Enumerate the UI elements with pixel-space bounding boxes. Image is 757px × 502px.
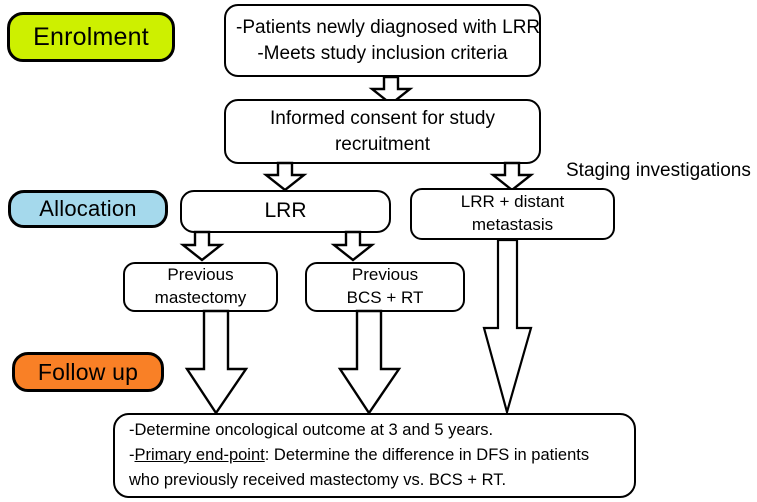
- node-outcome-line-1: -Determine oncological outcome at 3 and …: [129, 420, 494, 439]
- node-lrr-distant-metastasis-line-2: metastasis: [471, 215, 554, 234]
- arrow-previous-bcs-rt-to-outcome: [337, 309, 403, 416]
- stage-badge-allocation: Allocation: [8, 190, 168, 228]
- arrow-lrr-to-previous-bcs-rt: [330, 230, 376, 262]
- arrow-previous-mastectomy-to-outcome: [184, 309, 250, 416]
- node-informed-consent-line-1: Informed consent for study: [270, 107, 495, 129]
- node-outcome-line-2: -Primary end-point: Determine the differ…: [129, 443, 589, 468]
- node-outcome-primary-endpoint: Primary end-point: [134, 445, 265, 464]
- node-lrr: LRR: [180, 190, 391, 233]
- arrow-lrr-to-previous-mastectomy: [179, 230, 225, 262]
- node-lrr-distant-metastasis-line-1: LRR + distant: [460, 192, 565, 212]
- stage-badge-allocation-label: Allocation: [39, 196, 137, 221]
- stage-badge-followup-label: Follow up: [37, 358, 139, 385]
- node-previous-bcs-rt-line-1: Previous: [351, 265, 419, 285]
- node-outcome-line-2-rest: : Determine the difference in DFS in pat…: [264, 445, 590, 464]
- arrow-eligibility-to-consent: [368, 75, 414, 106]
- stage-badge-followup: Follow up: [12, 352, 164, 392]
- node-lrr-distant-metastasis: LRR + distant metastasis: [410, 188, 615, 240]
- node-previous-bcs-rt-line-2: BCS + RT: [346, 288, 424, 307]
- node-previous-mastectomy-line-2: mastectomy: [154, 288, 247, 307]
- node-eligibility-line-1: -Patients newly diagnosed with LRR: [236, 16, 541, 38]
- arrow-consent-to-lrr-distant: [489, 161, 535, 192]
- node-previous-bcs-rt: Previous BCS + RT: [305, 262, 465, 312]
- stage-badge-enrolment: Enrolment: [7, 12, 175, 62]
- annotation-staging-investigations-label: Staging investigations: [566, 160, 751, 181]
- node-previous-mastectomy: Previous mastectomy: [123, 262, 278, 312]
- annotation-staging-investigations: Staging investigations: [566, 161, 751, 180]
- node-eligibility-line-2: -Meets study inclusion criteria: [257, 42, 508, 64]
- node-outcome: -Determine oncological outcome at 3 and …: [113, 413, 636, 498]
- arrow-lrr-distant-to-outcome: [479, 238, 537, 417]
- node-informed-consent-line-2: recruitment: [334, 133, 431, 155]
- node-eligibility: -Patients newly diagnosed with LRR -Meet…: [224, 4, 541, 77]
- node-outcome-line-3: who previously received mastectomy vs. B…: [129, 471, 507, 490]
- node-outcome-line-2-prefix: -: [129, 445, 135, 464]
- arrow-consent-to-lrr: [262, 161, 308, 192]
- stage-badge-enrolment-label: Enrolment: [33, 22, 149, 51]
- node-lrr-label: LRR: [264, 199, 307, 223]
- node-previous-mastectomy-line-1: Previous: [167, 265, 234, 285]
- node-informed-consent: Informed consent for study recruitment: [224, 99, 541, 164]
